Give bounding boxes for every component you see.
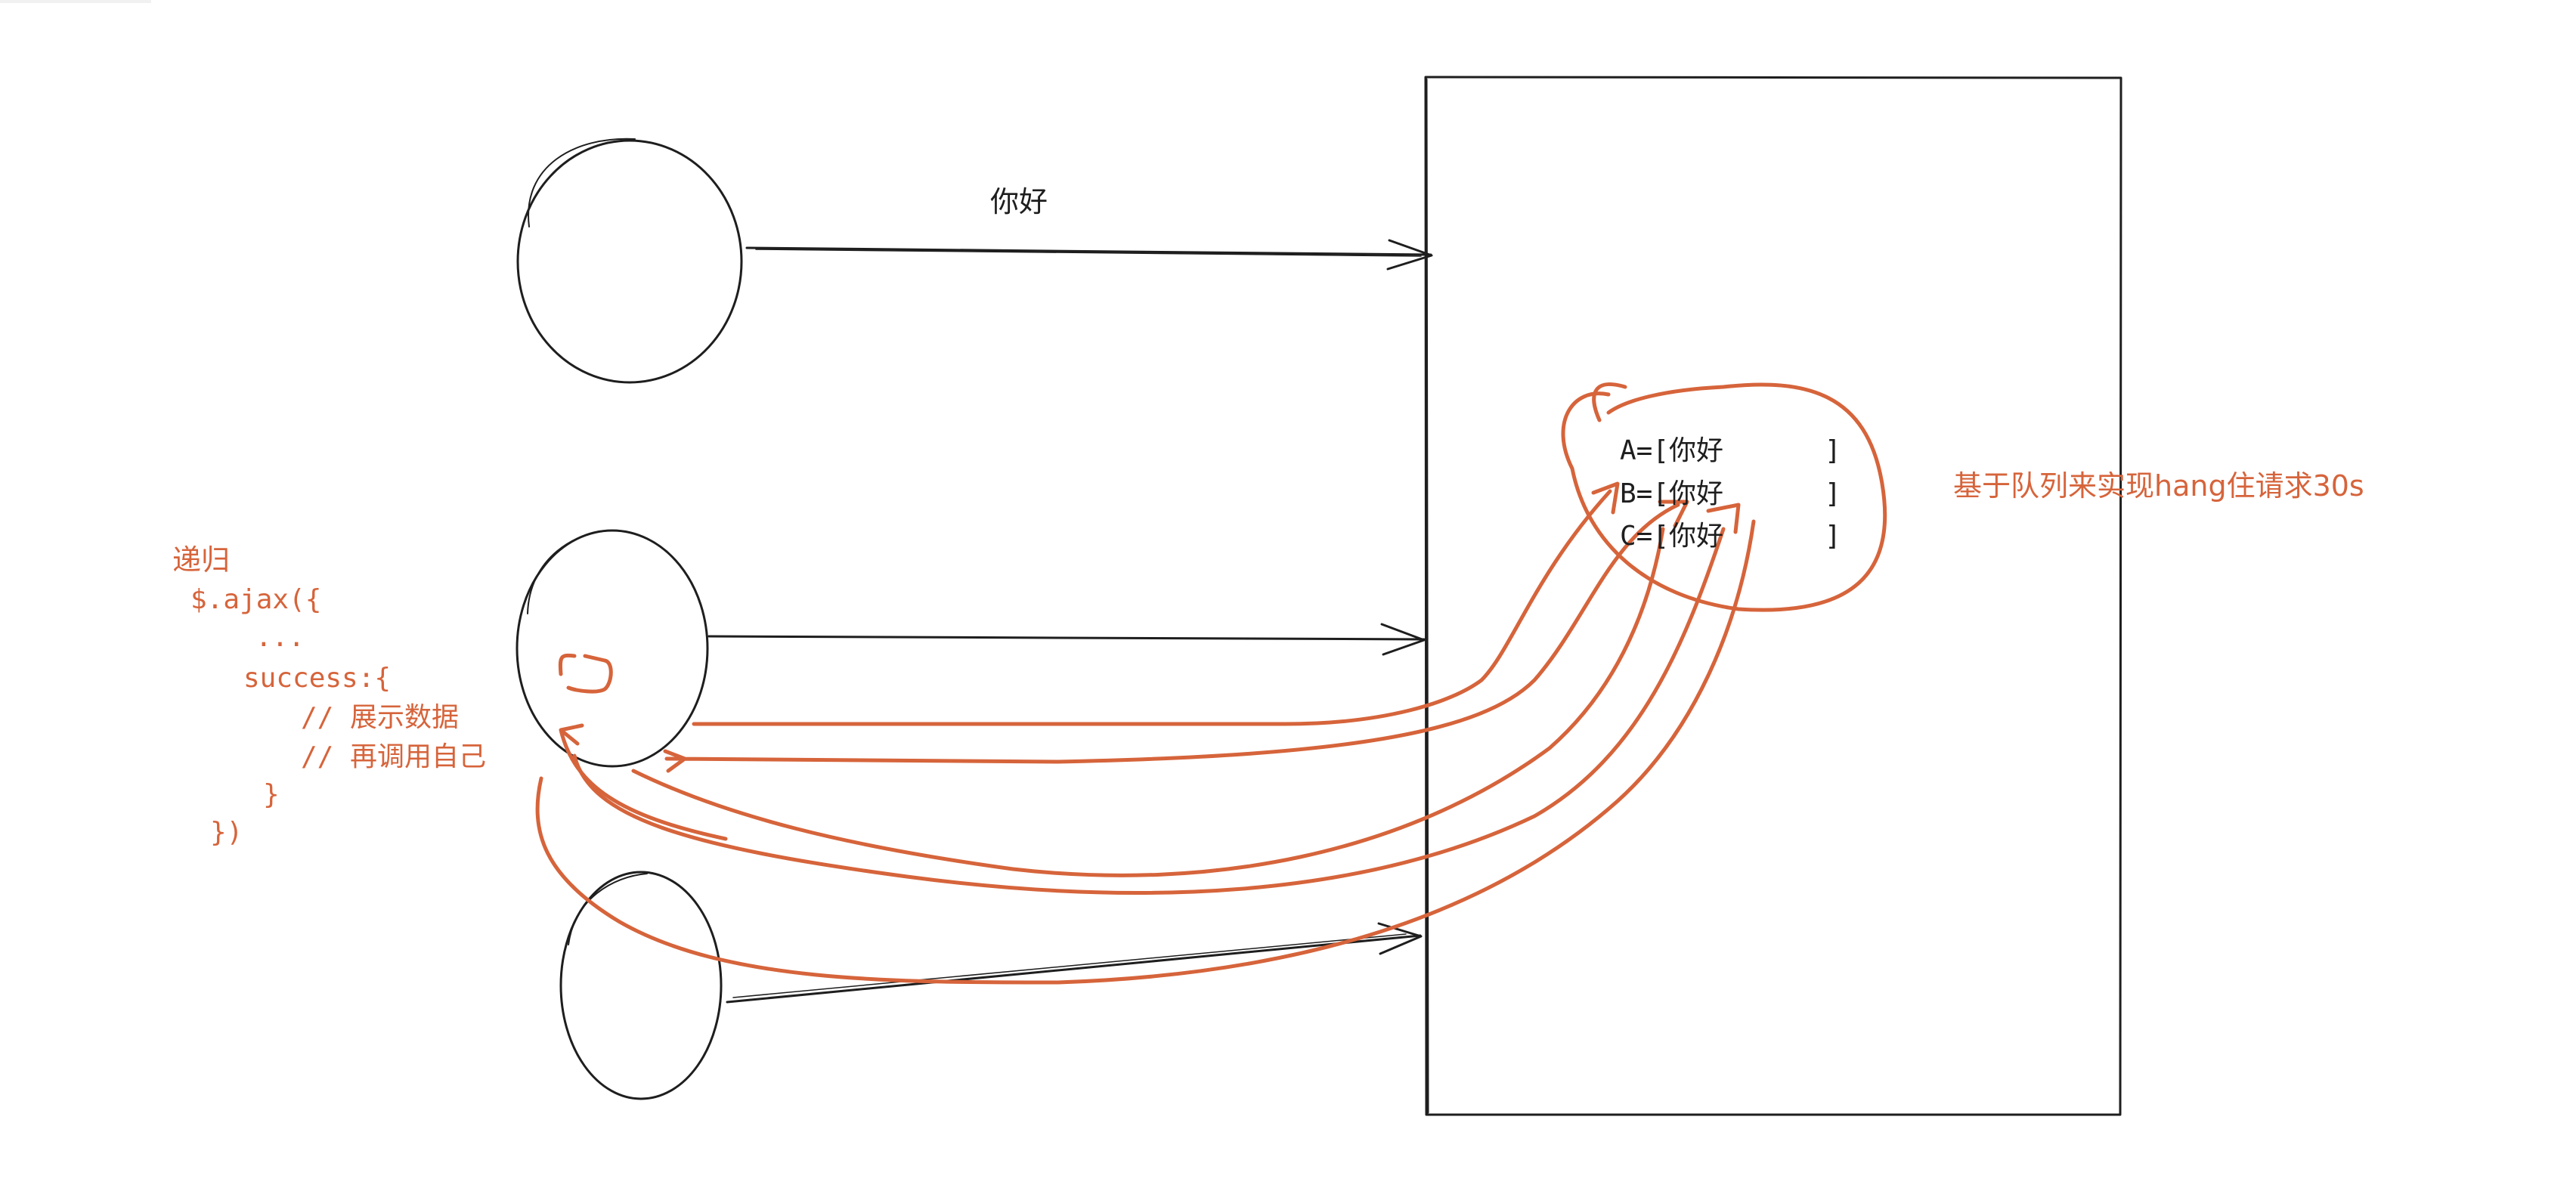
greeting-label: 你好 [990, 185, 1048, 218]
queue-row-a: A=[你好 [1620, 435, 1724, 466]
code-title: 递归 [172, 543, 231, 577]
queue-row-c: C=[你好 [1620, 521, 1724, 552]
client-circle-middle [516, 529, 709, 768]
queue-note: 基于队列来实现hang住请求30s [1953, 469, 2364, 503]
recursive-curve-bottom [535, 519, 1756, 985]
response-arrow-lower [663, 500, 1689, 773]
queue-row-c-close: ] [1825, 521, 1841, 552]
code-line-3: success:{ [243, 663, 392, 694]
queue-row-a-close: ] [1825, 435, 1841, 466]
server-box [1424, 76, 2122, 1116]
code-line-6: } [263, 779, 280, 810]
request-arrow-bottom [726, 922, 1423, 1004]
response-arrow-upper [692, 481, 1620, 726]
code-line-2: ... [255, 622, 305, 653]
canvas-top-edge [0, 0, 151, 3]
code-line-4: // 展示数据 [301, 702, 460, 733]
recursion-loop-icon [558, 653, 613, 694]
client-circle-top [516, 139, 743, 384]
queue-row-b: B=[你好 [1620, 478, 1724, 509]
code-line-7: }) [210, 817, 243, 848]
client-circle-bottom [559, 871, 723, 1100]
code-line-5: // 再调用自己 [301, 741, 487, 772]
recursive-curve-lower [572, 503, 1741, 895]
code-line-1: $.ajax({ [190, 584, 322, 615]
recursive-curve-middle [631, 527, 1665, 877]
queue-row-b-close: ] [1825, 478, 1841, 509]
request-arrow-top [745, 239, 1433, 271]
queue-enclosure [1561, 382, 1887, 612]
request-arrow-middle [707, 623, 1426, 656]
